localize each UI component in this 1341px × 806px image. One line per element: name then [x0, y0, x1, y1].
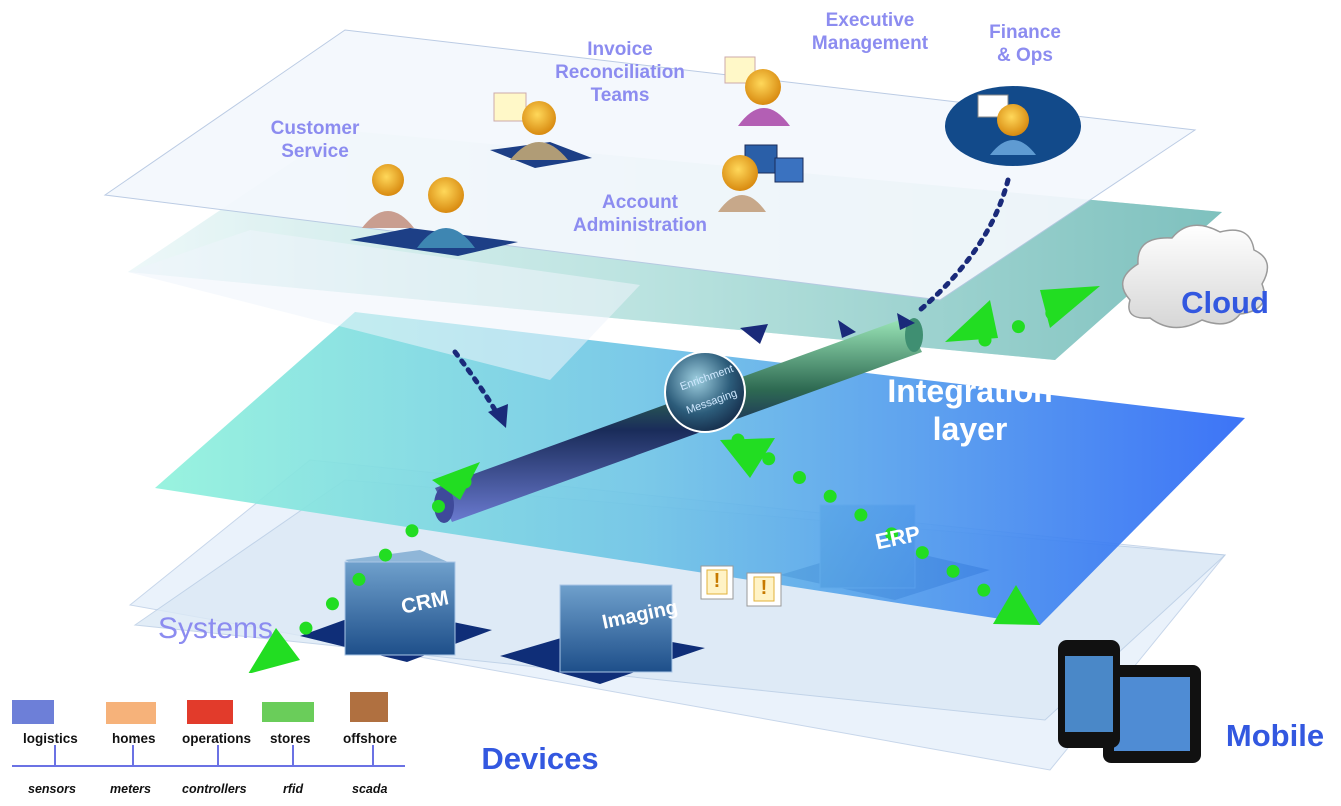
executive-person [724, 56, 790, 126]
device-type-rfid: rfid [283, 782, 304, 796]
label-account-administration: Account Administration [572, 192, 708, 236]
imaging-system-box [500, 584, 705, 684]
label-mobile: Mobile [1225, 718, 1325, 753]
enrichment-messaging-hub [664, 351, 746, 433]
integration-layer-plane [155, 312, 1245, 625]
device-type-sensors: sensors [28, 782, 76, 796]
label-integration-layer: Integration layer [887, 373, 1053, 448]
device-category-logistics: logistics [23, 731, 78, 746]
alert-mark-1: ! [713, 570, 721, 592]
label-systems: Systems [158, 612, 274, 645]
label-devices: Devices [481, 741, 599, 776]
navy-dotted-arrows [452, 177, 1011, 413]
devices-panel [8, 673, 408, 803]
label-invoice-reconciliation-teams: Invoice Reconciliation Teams [555, 39, 685, 106]
green-dotted-arrows [273, 305, 1062, 659]
label-customer-service: Customer Service [270, 118, 360, 162]
label-executive-management: Executive Management [811, 10, 929, 54]
alert-card-2 [746, 572, 782, 607]
plane-shadow [128, 230, 640, 380]
device-category-homes: homes [112, 731, 156, 746]
device-type-meters: meters [110, 782, 151, 796]
customer-service-people [350, 164, 518, 256]
finance-ops-person [945, 86, 1081, 166]
crm-system-box [300, 550, 492, 662]
people-plane [103, 29, 1197, 301]
device-category-operations: operations [182, 731, 252, 746]
device-type-controllers: controllers [182, 782, 247, 796]
device-category-offshore: offshore [343, 731, 397, 746]
device-category-stores: stores [270, 731, 311, 746]
invoice-team-person [490, 92, 592, 168]
alert-mark-2: ! [760, 577, 768, 599]
mobile-devices-icon [1058, 640, 1201, 763]
navy-arrowheads [488, 313, 915, 428]
account-admin-person [718, 144, 804, 212]
green-arrowheads [248, 286, 1100, 674]
cloud-icon [1121, 224, 1269, 329]
alert-card-1 [700, 565, 734, 600]
label-finance-ops: Finance & Ops [989, 22, 1061, 66]
label-cloud: Cloud [1181, 285, 1269, 320]
device-type-scada: scada [352, 782, 388, 796]
